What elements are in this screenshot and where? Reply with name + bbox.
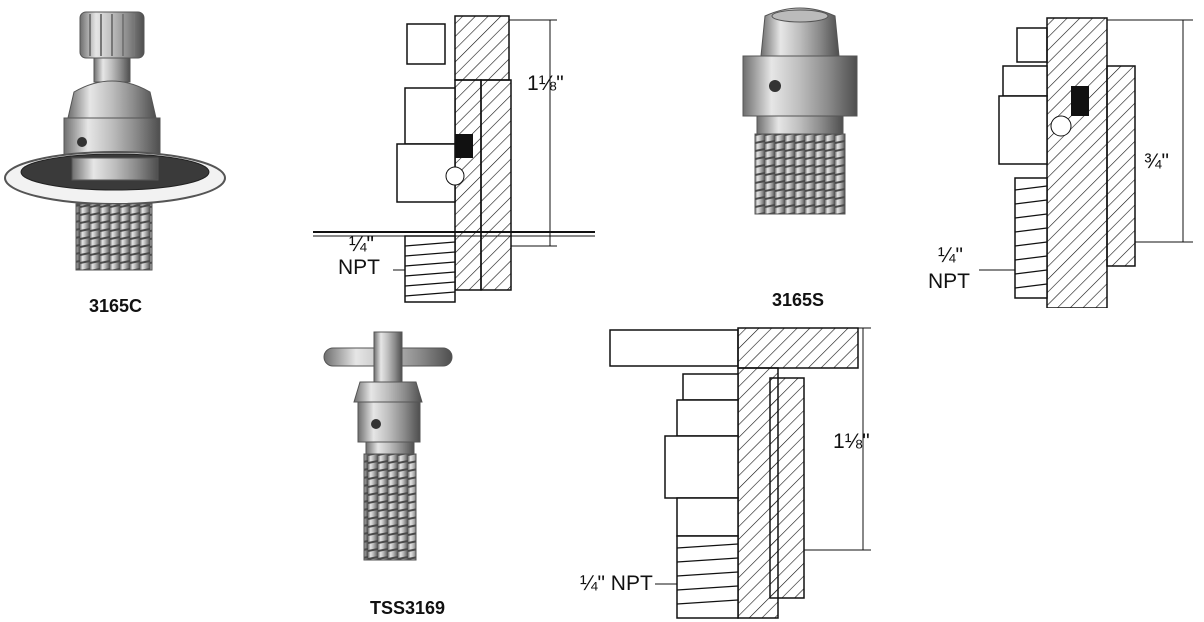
dim-thread-3: ¼" NPT	[580, 572, 653, 595]
dim-height-3: 1⅛"	[833, 430, 870, 453]
photo-3165c	[4, 11, 226, 271]
dim-thread-type-2: NPT	[928, 270, 970, 293]
photo-tss3169	[323, 331, 453, 561]
cross-section-drawing-1	[313, 15, 595, 303]
model-label-3165s: 3165S	[772, 290, 825, 310]
photo-3165s	[742, 7, 858, 215]
dim-height-1: 1⅛"	[527, 72, 564, 95]
dim-height-2: ¾"	[1144, 150, 1169, 173]
model-label-3165c: 3165C	[89, 296, 143, 316]
model-label-tss3169: TSS3169	[370, 598, 446, 618]
dim-thread-size-2: ¼"	[938, 244, 963, 267]
dim-thread-size-1: ¼"	[349, 233, 374, 256]
dim-thread-type-1: NPT	[338, 256, 380, 279]
cross-section-drawing-2	[979, 17, 1193, 308]
cross-section-drawing-3	[609, 327, 871, 619]
